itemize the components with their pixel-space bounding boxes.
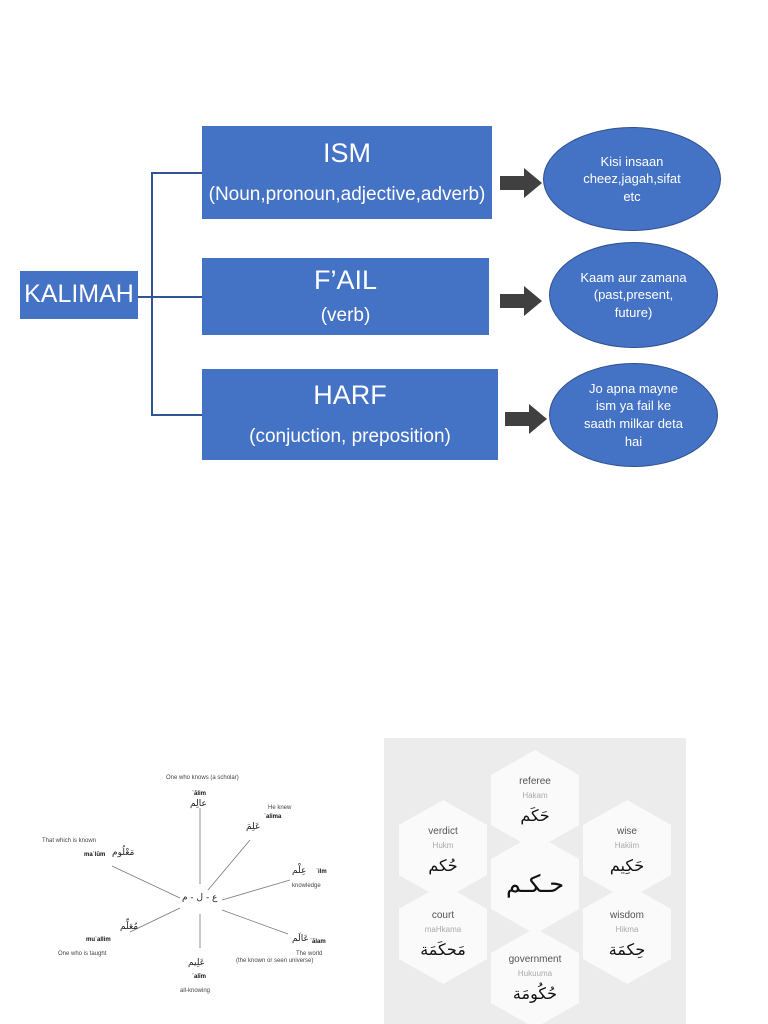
translit-left: maʿlūm bbox=[84, 852, 106, 858]
branch-subtitle: (conjuction, preposition) bbox=[249, 426, 451, 448]
hex-translit: maHkama bbox=[424, 924, 462, 934]
arabic-lower-right: عَالَم bbox=[292, 934, 309, 944]
note-oval-fail: Kaam aur zamana (past,present, future) bbox=[549, 242, 718, 348]
root-word-figure: ع - ل - م One who knows (a scholar) ʿāli… bbox=[34, 762, 334, 1002]
hex-arabic: حِكمَة bbox=[608, 939, 646, 959]
note-oval-harf: Jo apna mayne ism ya fail ke saath milka… bbox=[549, 363, 718, 467]
branch-box-fail: F’AIL (verb) bbox=[202, 258, 489, 335]
arrow-right-icon bbox=[500, 286, 542, 316]
arabic-lower-left: مُعَلِّم bbox=[120, 922, 139, 932]
hex-arabic: حُكم bbox=[428, 855, 458, 875]
hex-english: government bbox=[508, 953, 562, 965]
caption-left: That which is known bbox=[42, 838, 97, 844]
caption-upper-right: He knew bbox=[268, 805, 292, 811]
root-box-kalimah: KALIMAH bbox=[20, 271, 138, 319]
arabic-bottom: عَلِيم bbox=[188, 958, 206, 968]
note-line: hai bbox=[624, 433, 643, 449]
caption-right: knowledge bbox=[292, 883, 321, 889]
arabic-upper-right: عَلِمَ bbox=[246, 822, 261, 832]
translit-upper-right: ʿalima bbox=[264, 814, 282, 820]
arrow-right-icon bbox=[505, 404, 547, 434]
caption-lower-right: (the known or seen universe) bbox=[236, 958, 314, 964]
arrow-right-icon bbox=[500, 168, 542, 198]
root-label: KALIMAH bbox=[24, 280, 134, 309]
hex-cell-verdict: verdict Hukm حُكم bbox=[399, 800, 487, 900]
hex-cell-wise: wise Hakiim حَكِيم bbox=[583, 800, 671, 900]
connector-harf bbox=[151, 414, 202, 416]
translit-lower-right: ʿālam bbox=[310, 939, 326, 945]
note-line: cheez,jagah,sifat bbox=[583, 171, 681, 187]
connector-root-stub bbox=[138, 296, 152, 298]
hex-english: verdict bbox=[428, 825, 458, 837]
hex-translit: Hikma bbox=[615, 924, 639, 934]
hex-english: wisdom bbox=[610, 909, 644, 921]
caption-top: One who knows (a scholar) bbox=[166, 775, 239, 781]
caption-lower-right: The world bbox=[296, 951, 323, 957]
arabic-left: مَعْلُوم bbox=[112, 848, 135, 858]
connector-trunk bbox=[151, 172, 153, 415]
root-letters: ع - ل - م bbox=[182, 893, 218, 903]
note-oval-ism: Kisi insaan cheez,jagah,sifat etc bbox=[543, 127, 721, 231]
arabic-top: عالِم bbox=[190, 799, 207, 809]
hex-translit: Hakam bbox=[522, 790, 548, 800]
hex-english: referee bbox=[519, 775, 551, 787]
translit-bottom: ʿalīm bbox=[192, 974, 207, 980]
branch-subtitle: (Noun,pronoun,adjective,adverb) bbox=[208, 184, 486, 206]
hex-translit: Hakiim bbox=[614, 840, 640, 850]
connector-ism bbox=[151, 172, 202, 174]
hex-cell-court: court maHkama مَحكَمَة bbox=[399, 884, 487, 984]
hex-arabic: مَحكَمَة bbox=[420, 939, 466, 959]
hex-english: court bbox=[431, 909, 455, 921]
hex-translit: Hukm bbox=[432, 840, 454, 850]
branch-box-ism: ISM (Noun,pronoun,adjective,adverb) bbox=[202, 126, 492, 219]
hex-arabic: حَكِيم bbox=[609, 855, 645, 875]
caption-lower-left: One who is taught bbox=[58, 951, 107, 957]
note-line: etc bbox=[623, 188, 641, 204]
radial-lines bbox=[111, 808, 291, 948]
hex-center-arabic: حـكـم bbox=[505, 870, 565, 898]
hex-translit: Hukuuma bbox=[517, 968, 553, 978]
hex-cell-center: حـكـم bbox=[491, 834, 579, 934]
arabic-right: عِلْم bbox=[292, 866, 307, 876]
translit-right: ʿilm bbox=[316, 869, 327, 875]
note-line: Jo apna mayne bbox=[589, 380, 678, 396]
translit-lower-left: muʿallim bbox=[86, 937, 111, 943]
hex-arabic: حُكُومَة bbox=[512, 983, 558, 1003]
note-line: (past,present, bbox=[593, 287, 674, 303]
note-line: saath milkar deta bbox=[584, 416, 683, 431]
branch-title: ISM bbox=[322, 137, 371, 168]
caption-bottom: all-knowing bbox=[180, 988, 211, 994]
hex-arabic: حَكَم bbox=[520, 805, 550, 825]
hexagon-figure: referee Hakam حَكَم verdict Hukm حُكم wi… bbox=[384, 738, 686, 1024]
branch-title: HARF bbox=[313, 379, 387, 410]
connector-fail bbox=[151, 296, 202, 298]
branch-box-harf: HARF (conjuction, preposition) bbox=[202, 369, 498, 460]
translit-top: ʿālim bbox=[192, 791, 207, 797]
branch-title: F’AIL bbox=[313, 264, 378, 295]
hex-cell-government: government Hukuuma حُكُومَة bbox=[491, 928, 579, 1024]
note-line: future) bbox=[614, 304, 653, 320]
note-line: ism ya fail ke bbox=[595, 398, 672, 414]
hex-cell-wisdom: wisdom Hikma حِكمَة bbox=[583, 884, 671, 984]
hex-english: wise bbox=[616, 825, 637, 837]
hex-cell-referee: referee Hakam حَكَم bbox=[491, 750, 579, 850]
note-line: Kaam aur zamana bbox=[580, 269, 687, 285]
note-line: Kisi insaan bbox=[600, 153, 664, 169]
branch-subtitle: (verb) bbox=[320, 305, 371, 327]
